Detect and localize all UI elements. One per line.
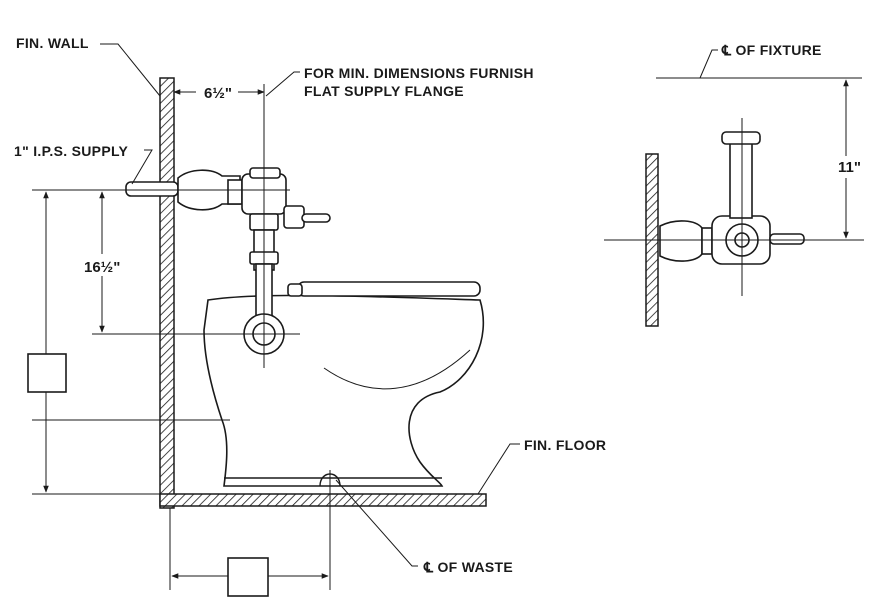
label-ips-supply: 1" I.P.S. SUPPLY	[14, 143, 129, 159]
main-elevation: 6½" 16½" FIN. WALL FOR MIN. DIMENSIONS F…	[14, 35, 606, 597]
handle-hub	[283, 205, 305, 229]
flush-valve-cap	[249, 167, 281, 179]
label-waste-centerline: ℄ OF WASTE	[423, 559, 513, 575]
blank-dimension-box-rough-in	[227, 557, 269, 597]
label-min-dimensions-1: FOR MIN. DIMENSIONS FURNISH	[304, 65, 534, 81]
ips-supply-leader	[131, 149, 153, 185]
flange-note-leader	[265, 71, 300, 97]
finished-floor	[159, 493, 487, 507]
dimension-16-5: 16½"	[84, 259, 120, 276]
blank-dimension-box-height	[27, 353, 67, 393]
label-fin-wall: FIN. WALL	[16, 35, 89, 51]
detail-handle	[769, 233, 805, 245]
label-fixture-centerline: ℄ OF FIXTURE	[721, 42, 822, 58]
fixture-centerline-leader	[699, 49, 718, 79]
dimension-11: 11"	[838, 159, 861, 176]
fixture-detail-view: 11" ℄ OF FIXTURE	[604, 42, 864, 327]
detail-tube-top	[721, 131, 761, 145]
fin-floor-leader	[477, 443, 520, 495]
dimension-6-5: 6½"	[204, 85, 232, 102]
seat-hinge	[287, 283, 303, 297]
detail-tube	[729, 141, 753, 219]
detail-coupling	[701, 227, 713, 255]
label-fin-floor: FIN. FLOOR	[524, 437, 606, 453]
dim-11-mask	[834, 156, 858, 178]
detail-valve-body	[659, 220, 703, 262]
waste-leader	[335, 479, 418, 567]
bowl-rim	[323, 349, 471, 390]
flush-handle	[301, 213, 331, 223]
fin-wall-leader	[100, 43, 161, 97]
toilet-seat	[297, 281, 481, 297]
supply-pipe-stub	[125, 181, 179, 197]
valve-coupling	[227, 179, 243, 205]
finished-wall	[159, 77, 175, 509]
dim-16-5-mask	[82, 254, 122, 276]
dim-6-5-mask	[196, 84, 238, 100]
label-min-dimensions-2: FLAT SUPPLY FLANGE	[304, 83, 464, 99]
